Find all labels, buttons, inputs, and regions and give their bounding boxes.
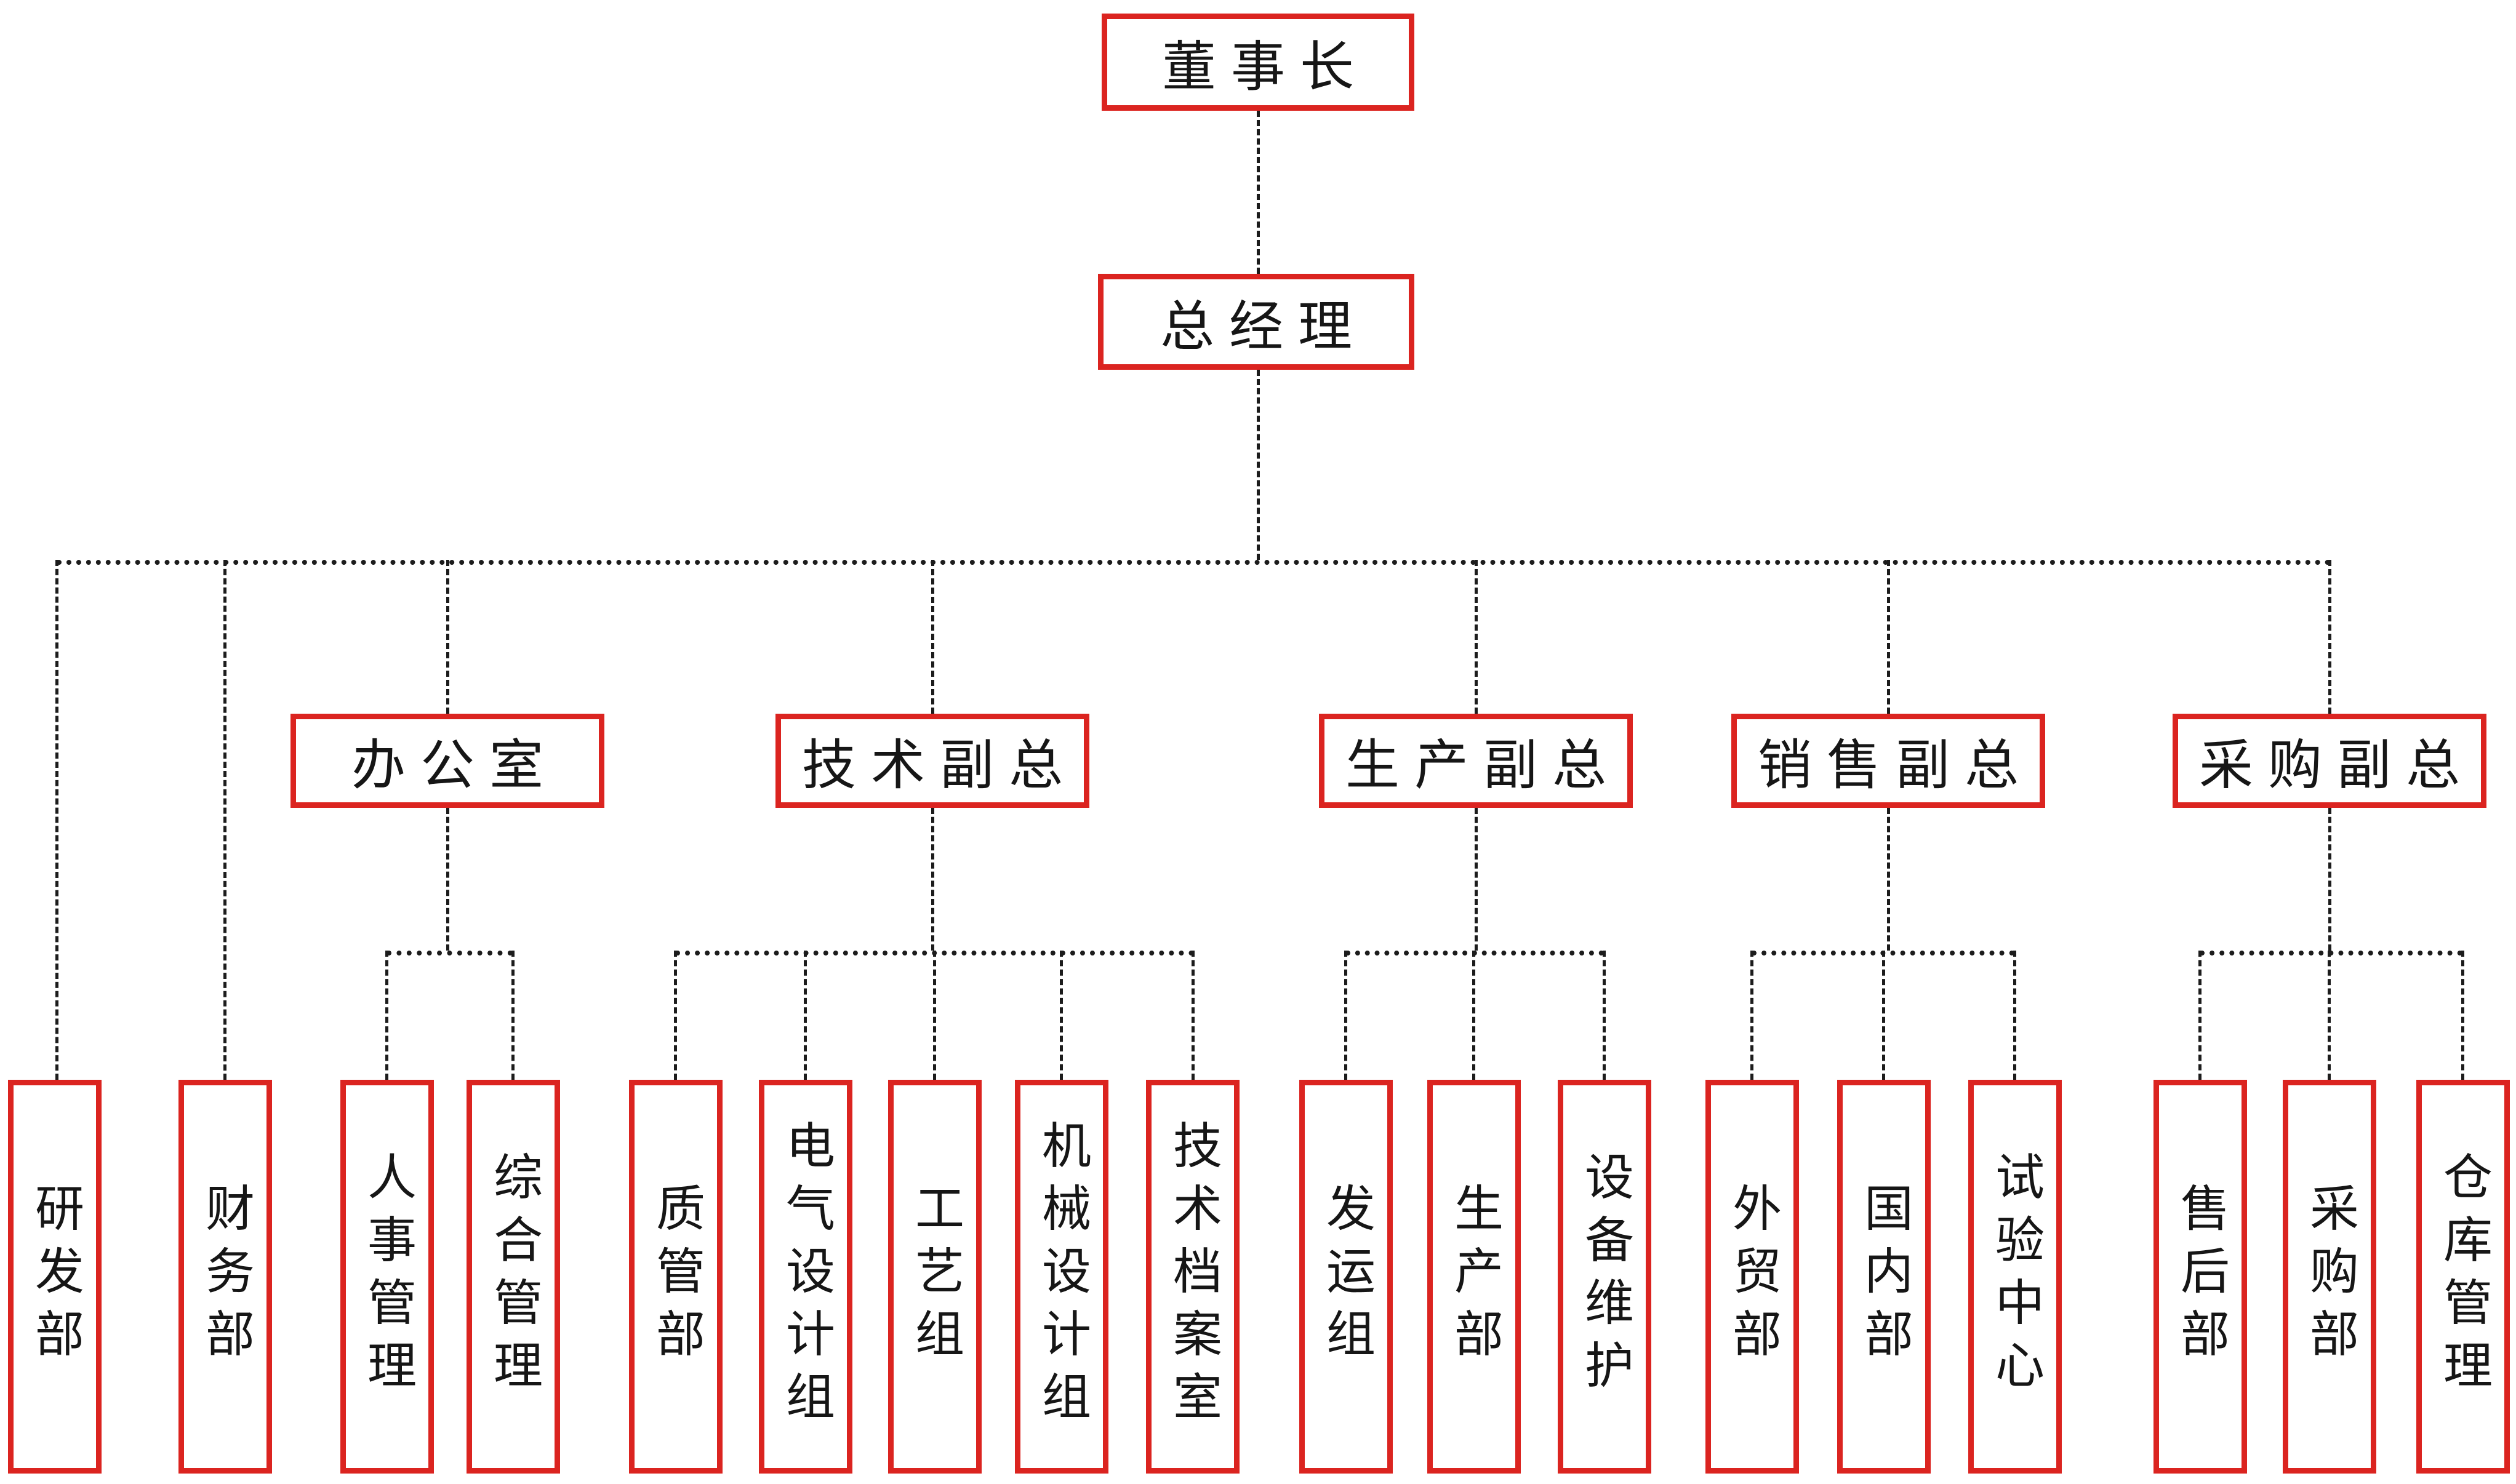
connector-drop-mechanical xyxy=(1060,951,1063,1080)
connector-drop-general-mgmt xyxy=(511,951,515,1080)
connector-office-subrail xyxy=(446,808,449,951)
connector-drop-warehouse xyxy=(2461,951,2464,1080)
connector-drop-foreign-trade xyxy=(1750,951,1753,1080)
connector-drop-aftersales xyxy=(2198,951,2202,1080)
node-sales-vp: 销售副总 xyxy=(1731,714,2045,808)
connector-sales-subrail xyxy=(1887,808,1890,951)
connector-drop-tech-vp xyxy=(931,560,934,714)
connector-office-rail xyxy=(387,951,513,955)
node-tech-archives: 技术档案室 xyxy=(1146,1080,1240,1474)
connector-drop-shipping xyxy=(1344,951,1347,1080)
node-general-manager: 总经理 xyxy=(1098,274,1414,370)
connector-production-subrail xyxy=(1475,808,1478,951)
node-chairman: 董事长 xyxy=(1102,14,1414,111)
node-rd-dept: 研发部 xyxy=(8,1080,102,1474)
node-testing-center: 试验中心 xyxy=(1968,1080,2062,1474)
node-electrical-design: 电气设计组 xyxy=(759,1080,852,1474)
connector-drop-production-dept xyxy=(1472,951,1475,1080)
node-procurement-vp: 采购副总 xyxy=(2173,714,2486,808)
connector-drop-office xyxy=(446,560,449,714)
node-general-mgmt: 综合管理 xyxy=(467,1080,560,1474)
connector-drop-testing xyxy=(2013,951,2016,1080)
node-finance-dept: 财务部 xyxy=(178,1080,272,1474)
connector-drop-archives xyxy=(1192,951,1195,1080)
connector-drop-hr xyxy=(385,951,388,1080)
connector-drop-sales-vp xyxy=(1887,560,1890,714)
connector-main-rail xyxy=(57,560,2331,565)
node-quality-dept: 质管部 xyxy=(629,1080,723,1474)
connector-drop-purchasing xyxy=(2328,951,2331,1080)
connector-gm-rail xyxy=(1257,370,1260,560)
node-office: 办公室 xyxy=(290,714,604,808)
connector-drop-finance xyxy=(223,560,226,1080)
node-aftersales-dept: 售后部 xyxy=(2153,1080,2247,1474)
node-hr-mgmt: 人事管理 xyxy=(340,1080,434,1474)
connector-chairman-gm xyxy=(1257,111,1260,274)
node-mechanical-design: 机械设计组 xyxy=(1015,1080,1108,1474)
node-process-group: 工艺组 xyxy=(888,1080,982,1474)
connector-tech-subrail xyxy=(931,808,934,951)
node-domestic-dept: 国内部 xyxy=(1837,1080,1931,1474)
node-tech-vp: 技术副总 xyxy=(775,714,1089,808)
connector-drop-procurement-vp xyxy=(2328,560,2331,714)
node-production-vp: 生产副总 xyxy=(1319,714,1633,808)
node-warehouse-mgmt: 仓库管理 xyxy=(2416,1080,2510,1474)
node-production-dept: 生产部 xyxy=(1427,1080,1521,1474)
connector-drop-process xyxy=(933,951,936,1080)
connector-drop-electrical xyxy=(804,951,807,1080)
connector-procurement-subrail xyxy=(2328,808,2331,951)
node-equipment-maintenance: 设备维护 xyxy=(1558,1080,1651,1474)
connector-drop-quality xyxy=(674,951,677,1080)
connector-drop-domestic xyxy=(1882,951,1885,1080)
connector-drop-equipment xyxy=(1603,951,1606,1080)
connector-procurement-rail xyxy=(2200,951,2462,955)
connector-drop-rd xyxy=(55,560,58,1080)
node-foreign-trade: 外贸部 xyxy=(1705,1080,1799,1474)
connector-drop-production-vp xyxy=(1475,560,1478,714)
node-shipping-group: 发运组 xyxy=(1299,1080,1393,1474)
node-purchasing-dept: 采购部 xyxy=(2283,1080,2376,1474)
